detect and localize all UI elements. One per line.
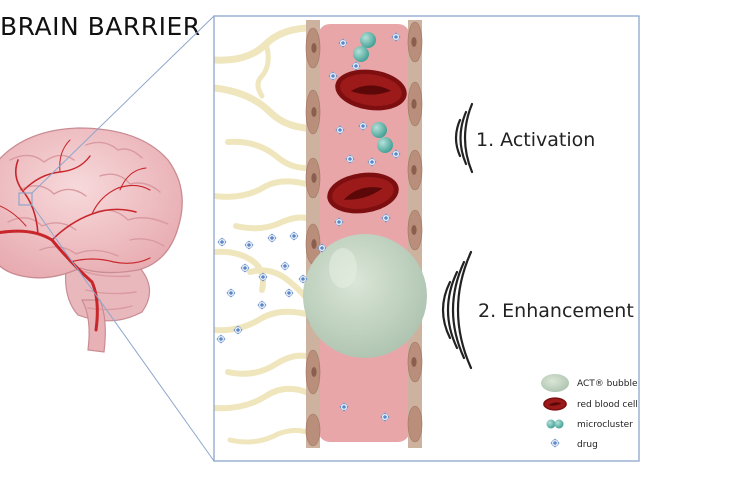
microcluster: [371, 122, 393, 153]
act-bubble: [303, 234, 427, 358]
cerebrum: [0, 127, 183, 279]
legend-label: drug: [577, 440, 598, 450]
legend-item-microcluster: microcluster: [546, 419, 633, 430]
microcluster-icon: [546, 419, 564, 429]
arteries: [0, 139, 151, 332]
bubble-icon: [541, 374, 569, 392]
diagram-title: BRAIN BARRIER: [0, 12, 201, 41]
zoom-frame-border: [213, 15, 640, 462]
legend-item-drug: drug: [550, 438, 598, 450]
endothelium-right: [407, 20, 423, 448]
endothelium-left: [305, 20, 321, 448]
ultrasound-wave-large-icon: [441, 250, 473, 370]
zoom-region-marker: [18, 192, 33, 206]
legend-label: microcluster: [577, 420, 633, 430]
microcluster: [353, 32, 376, 62]
red-blood-cell-icon: [543, 397, 567, 411]
zoom-line-top: [31, 15, 215, 194]
zoom-line-bottom: [31, 204, 215, 462]
step-label-enhancement: 2. Enhancement: [478, 300, 634, 322]
legend-label: red blood cell: [577, 400, 638, 410]
legend-item-bubble: ACT® bubble: [541, 374, 638, 392]
brain-stem: [80, 299, 106, 353]
brain-illustration: [0, 127, 183, 353]
step-label-activation: 1. Activation: [476, 129, 595, 151]
astrocyte-processes: [214, 24, 310, 445]
legend-item-rbc: red blood cell: [543, 397, 638, 411]
legend-label: ACT® bubble: [577, 379, 638, 389]
ultrasound-wave-small-icon: [454, 102, 474, 174]
legend: ACT® bubble red blood cell microcluster …: [541, 374, 638, 450]
zoom-frame: [214, 16, 639, 461]
